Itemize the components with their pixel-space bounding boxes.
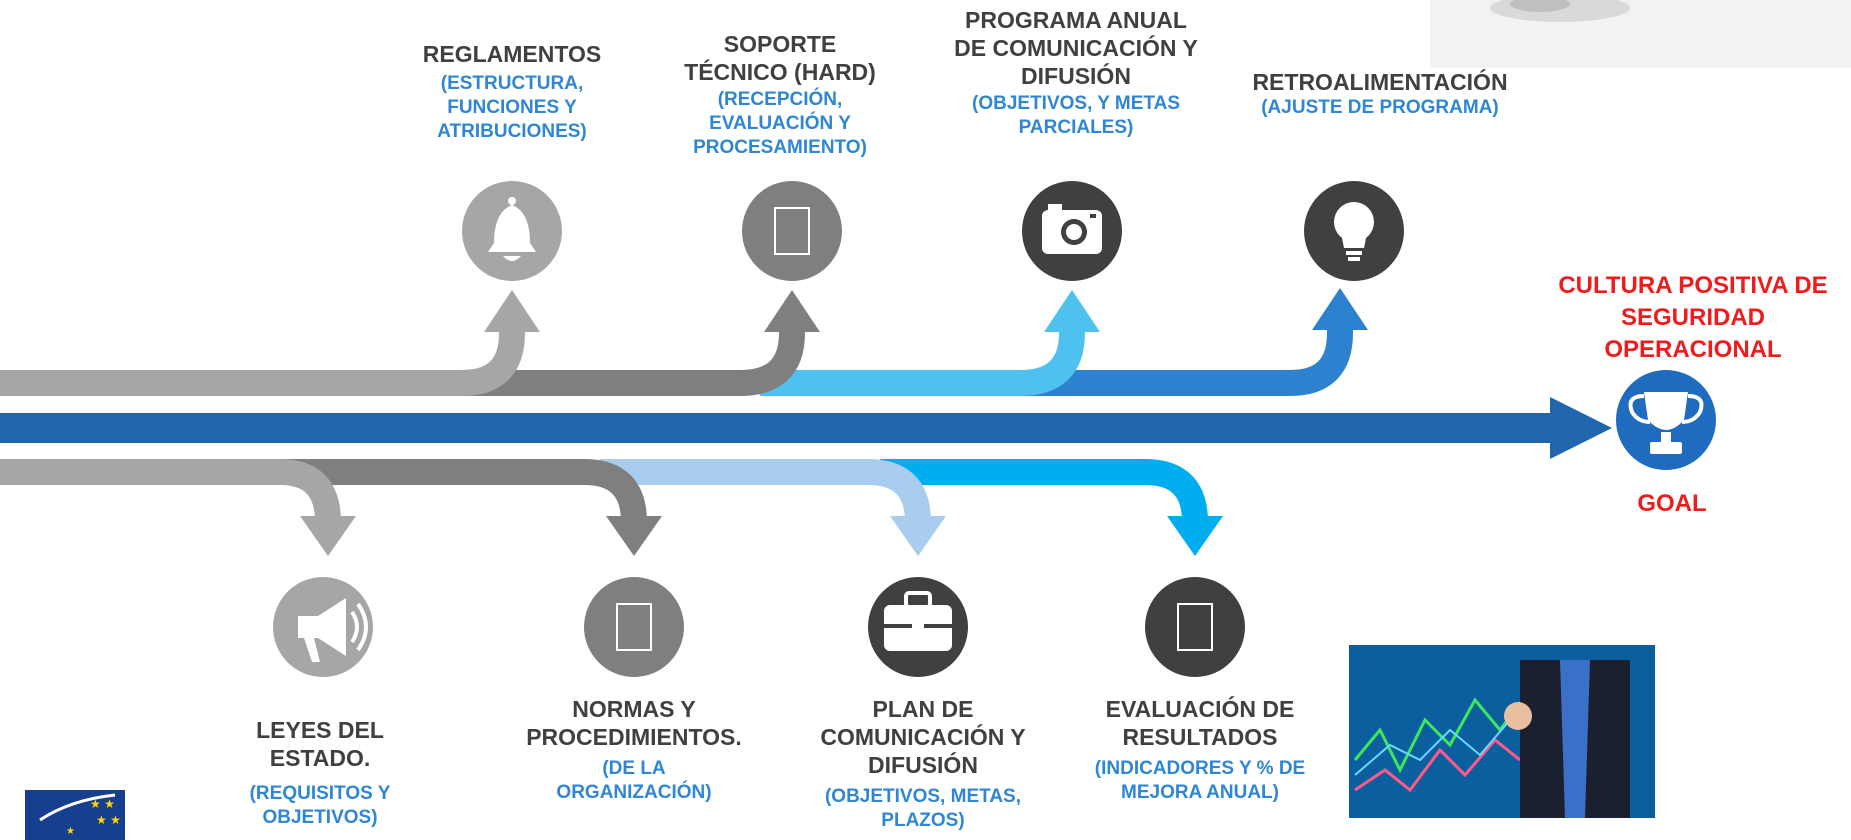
step-leyes-del-estado: LEYES DEL ESTADO. (REQUISITOS Y OBJETIVO…: [210, 716, 430, 830]
step-reglamentos: REGLAMENTOS (ESTRUCTURA, FUNCIONES Y ATR…: [387, 40, 637, 144]
step-retroalimentacion: RETROALIMENTACIÓN (AJUSTE DE PROGRAMA): [1230, 68, 1530, 120]
goal-heading: CULTURA POSITIVA DE SEGURIDAD OPERACIONA…: [1558, 272, 1828, 363]
step-detail: (ESTRUCTURA, FUNCIONES Y ATRIBUCIONES): [437, 73, 587, 142]
step-detail: (INDICADORES Y % DE MEJORA ANUAL): [1094, 758, 1306, 803]
trophy-icon: [1616, 370, 1716, 470]
top-flow-reglamentos: [0, 322, 525, 396]
step-detail: (RECEPCIÓN, EVALUACIÓN Y PROCESAMIENTO): [693, 89, 867, 158]
top-flow-retroalimentacion: [1000, 320, 1353, 396]
arrowhead-evaluacion: [1167, 516, 1223, 556]
step-title: NORMAS Y PROCEDIMIENTOS.: [526, 696, 742, 750]
arrowhead-soporte: [764, 290, 820, 332]
step-soporte-tecnico: SOPORTE TÉCNICO (HARD) (RECEPCIÓN, EVALU…: [665, 30, 895, 160]
step-plan-comunicacion: PLAN DE COMUNICACIÓN Y DIFUSIÓN (OBJETIV…: [793, 695, 1053, 833]
arrowhead-programa: [1044, 290, 1100, 332]
step-title: REGLAMENTOS: [422, 41, 602, 67]
step-title: PROGRAMA ANUAL DE COMUNICACIÓN Y DIFUSIÓ…: [954, 7, 1198, 89]
step-evaluacion-resultados: EVALUACIÓN DE RESULTADOS (INDICADORES Y …: [1070, 695, 1330, 805]
arrowhead-retroalimentacion: [1312, 288, 1368, 330]
arrowhead-normas: [606, 516, 662, 556]
lightbulb-icon: [1304, 181, 1404, 281]
svg-text:★ ★: ★ ★: [96, 813, 121, 827]
step-title: RETROALIMENTACIÓN: [1252, 69, 1508, 95]
arrowhead-leyes: [300, 516, 356, 556]
top-flow-programa: [760, 322, 1085, 396]
document-icon: [742, 181, 842, 281]
stars-logo: ★ ★ ★ ★ ★: [25, 790, 125, 840]
svg-text:★: ★: [66, 826, 75, 837]
step-title: EVALUACIÓN DE RESULTADOS: [1105, 696, 1295, 750]
camera-icon: [1022, 181, 1122, 281]
bottom-flow-plan: [600, 459, 931, 523]
step-detail: (OBJETIVOS, METAS, PLAZOS): [824, 786, 1021, 831]
goal-label: GOAL: [1637, 490, 1707, 517]
step-detail: (REQUISITOS Y OBJETIVOS): [249, 783, 391, 828]
svg-text:★ ★: ★ ★: [90, 797, 115, 811]
step-detail: (DE LA ORGANIZACIÓN): [556, 758, 712, 803]
step-detail: (OBJETIVOS, Y METAS PARCIALES): [972, 93, 1180, 138]
briefcase-icon: [868, 577, 968, 677]
top-right-photo: [1430, 0, 1851, 68]
step-title: SOPORTE TÉCNICO (HARD): [684, 31, 876, 85]
step-title: PLAN DE COMUNICACIÓN Y DIFUSIÓN: [820, 696, 1026, 778]
step-detail: (AJUSTE DE PROGRAMA): [1261, 97, 1499, 118]
businessman-chart-photo: [1349, 645, 1655, 818]
main-arrow: [0, 397, 1612, 459]
document-icon: [584, 577, 684, 677]
top-flow-soporte: [460, 322, 805, 396]
arrowhead-plan: [890, 516, 946, 556]
step-title: LEYES DEL ESTADO.: [256, 717, 384, 771]
step-normas-procedimientos: NORMAS Y PROCEDIMIENTOS. (DE LA ORGANIZA…: [494, 695, 774, 805]
bottom-flow-leyes: [0, 459, 341, 523]
document-icon: [1145, 577, 1245, 677]
step-programa-anual: PROGRAMA ANUAL DE COMUNICACIÓN Y DIFUSIÓ…: [951, 6, 1201, 140]
bell-icon: [462, 181, 562, 281]
megaphone-icon: [273, 577, 373, 677]
arrowhead-reglamentos: [484, 290, 540, 332]
